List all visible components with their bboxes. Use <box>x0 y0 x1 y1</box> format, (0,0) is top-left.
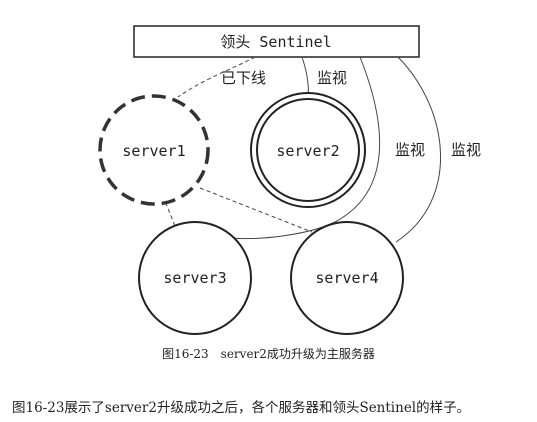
server4-node: server4 <box>290 221 404 335</box>
sentinel-server4-monitor-line <box>395 56 441 243</box>
server3-label: server3 <box>163 269 226 287</box>
sentinel-server3-monitor-line <box>219 56 381 239</box>
server1-label: server1 <box>122 142 185 160</box>
server1-server4-dashed-line <box>199 187 313 233</box>
server3-node: server3 <box>138 221 252 335</box>
monitor-server2-label: 监视 <box>317 69 347 87</box>
monitor-server3-label: 监视 <box>395 141 425 159</box>
server2-label: server2 <box>276 142 339 160</box>
server1-server3-dashed-line <box>162 195 176 227</box>
server4-label: server4 <box>315 269 378 287</box>
body-paragraph: 图16-23展示了server2升级成功之后，各个服务器和领头Sentinel的… <box>12 400 471 416</box>
offline-label: 已下线 <box>221 69 266 87</box>
sentinel-label: 领头 Sentinel <box>220 33 331 51</box>
server2-node: server2 <box>250 92 366 208</box>
monitor-server4-label: 监视 <box>451 141 481 159</box>
server1-node: server1 <box>98 94 210 206</box>
failover-diagram: 领头 Sentinel server1 server2 server3 serv… <box>98 25 481 335</box>
sentinel-box: 领头 Sentinel <box>133 25 420 58</box>
figure-caption: 图16-23 server2成功升级为主服务器 <box>162 347 375 361</box>
sentinel-server1-offline-line <box>177 56 256 98</box>
